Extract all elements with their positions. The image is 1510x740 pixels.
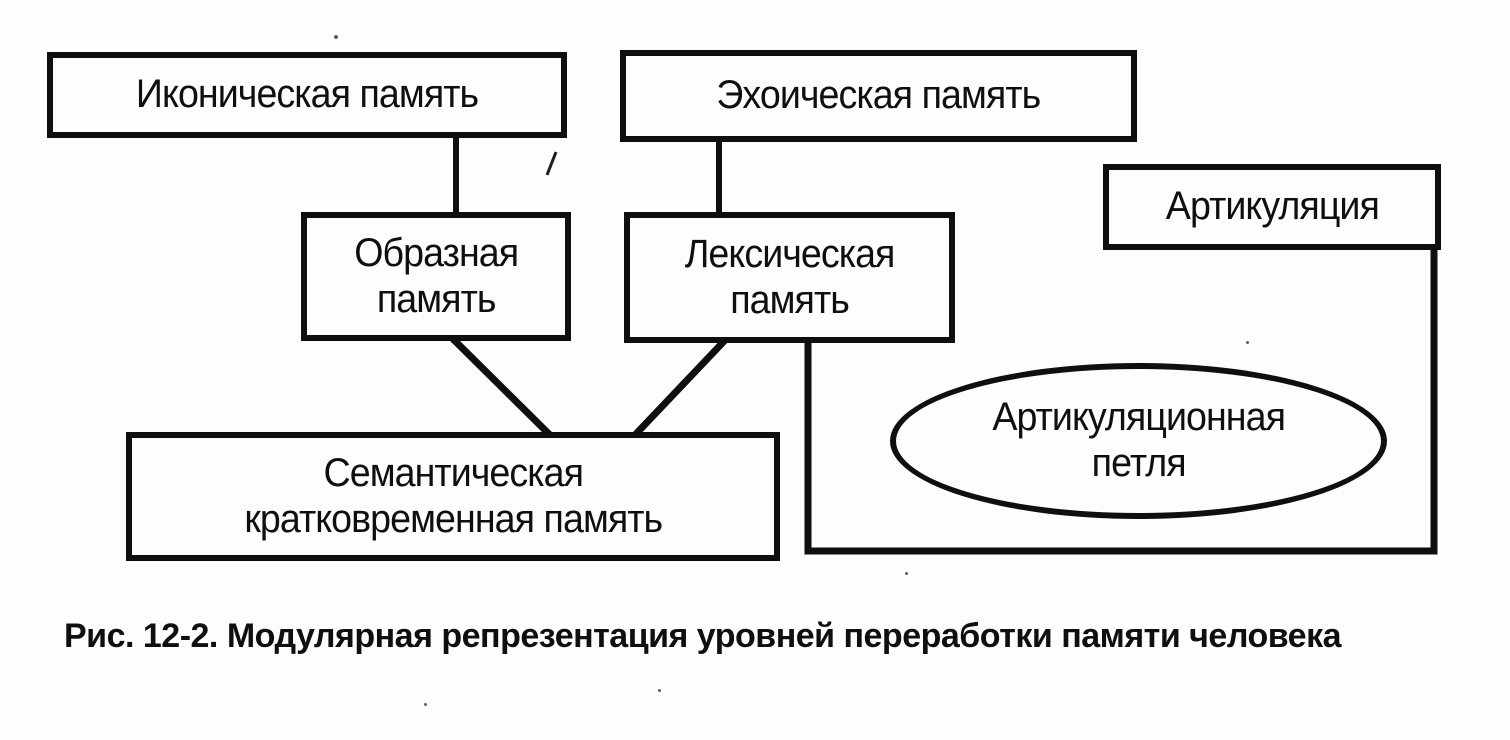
node-imagery-memory: Образная память bbox=[301, 212, 571, 341]
figure-caption: Рис. 12-2. Модулярная репрезентация уров… bbox=[64, 617, 1342, 655]
scan-noise-slash bbox=[545, 151, 558, 176]
node-echoic-memory-label: Эхоическая память bbox=[716, 73, 1042, 118]
node-articulatory-loop-ellipse: Артикуляционная петля bbox=[890, 363, 1387, 519]
node-semantic-short-term-memory: Семантическая кратковременная память bbox=[126, 432, 780, 561]
connector-lexical-to-semantic bbox=[631, 333, 732, 439]
node-echoic-memory: Эхоическая память bbox=[620, 50, 1137, 142]
scan-noise-dot bbox=[424, 703, 427, 706]
scan-noise-dot bbox=[1246, 341, 1249, 344]
connector-imagery-to-semantic bbox=[447, 333, 554, 439]
node-iconic-memory-label: Иконическая память bbox=[135, 72, 479, 117]
node-articulation-label: Артикуляция bbox=[1165, 184, 1379, 229]
scan-noise-dot bbox=[658, 689, 661, 692]
node-articulation: Артикуляция bbox=[1103, 164, 1441, 250]
node-imagery-memory-label: Образная память bbox=[354, 230, 519, 321]
connector-lexical-to-articulation-path bbox=[804, 246, 1438, 555]
scan-noise-dot bbox=[905, 572, 908, 575]
scan-noise-dot bbox=[334, 35, 338, 39]
node-lexical-memory: Лексическая память bbox=[624, 212, 955, 343]
node-semantic-short-term-memory-label: Семантическая кратковременная память bbox=[244, 450, 663, 541]
node-iconic-memory: Иконическая память bbox=[47, 52, 567, 138]
node-lexical-memory-label: Лексическая память bbox=[684, 231, 896, 322]
node-articulatory-loop-label: Артикуляционная петля bbox=[992, 395, 1286, 485]
